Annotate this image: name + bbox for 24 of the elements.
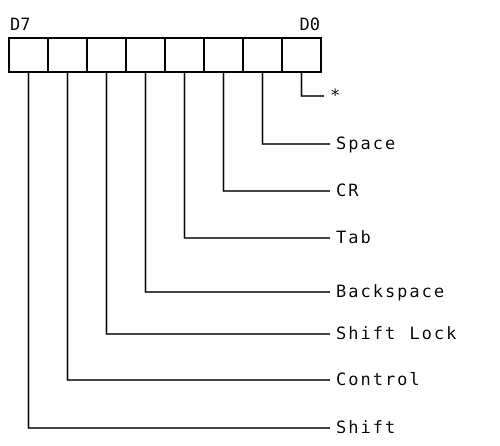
leader-line [222,73,330,192]
leader-line [262,73,330,145]
key-label: CR [336,181,360,201]
bit-cell [125,37,166,73]
leader-line [28,73,330,429]
key-label: Control [336,370,422,390]
bit-cell [203,37,244,73]
leader-line [66,73,330,381]
leader-line [144,73,330,293]
key-label: * [330,86,342,106]
bit-label: D7 [10,15,30,35]
bit-cell [242,37,283,73]
bit-cell [164,37,205,73]
bit-cell [86,37,127,73]
leader-line [106,73,330,335]
leader-line [184,73,330,239]
key-label: Space [336,134,398,154]
leader-line [300,73,324,97]
key-label: Shift Lock [336,324,458,344]
key-label: Tab [336,228,373,248]
bit-label: D0 [300,15,320,35]
key-label: Backspace [336,282,446,302]
key-label: Shift [336,418,398,438]
bit-cell [47,37,88,73]
